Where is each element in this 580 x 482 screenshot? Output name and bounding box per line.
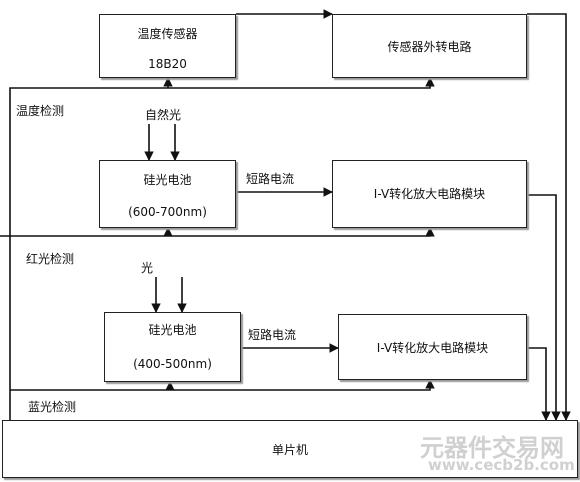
- temp-sensor-model: 18B20: [148, 57, 187, 71]
- blue-cell-range: (400-500nm): [133, 357, 212, 371]
- red-detect-label: 红光检测: [26, 252, 75, 266]
- wire-blue-iv-to-mcu: [527, 347, 551, 421]
- wire-temp-bus: [9, 77, 435, 430]
- light-label: 光: [141, 261, 154, 275]
- red-short-current-label: 短路电流: [246, 172, 295, 186]
- blue-short-current-label: 短路电流: [248, 328, 297, 342]
- temp-sensor-box: 温度传感器 18B20: [99, 14, 236, 78]
- temp-detect-label: 温度检测: [16, 104, 65, 118]
- blue-detect-label: 蓝光检测: [28, 400, 77, 414]
- wire-red-iv-to-mcu: [527, 194, 561, 421]
- wire-conv-to-mcu: [527, 13, 571, 421]
- sensor-converter-title: 传感器外转电路: [387, 40, 472, 54]
- wire-blue-bus: [10, 379, 435, 391]
- red-cell-box: 硅光电池 (600-700nm): [99, 160, 236, 228]
- blue-iv-box: I-V转化放大电路模块: [338, 314, 527, 380]
- mcu-box: 单片机: [2, 420, 578, 478]
- red-cell-title: 硅光电池: [143, 173, 192, 187]
- blue-cell-title: 硅光电池: [148, 323, 197, 337]
- blue-iv-title: I-V转化放大电路模块: [376, 341, 489, 355]
- wire-red-bus: [0, 227, 435, 237]
- red-cell-range: (600-700nm): [128, 205, 207, 219]
- red-iv-title: I-V转化放大电路模块: [373, 187, 486, 201]
- temp-sensor-title: 温度传感器: [137, 27, 198, 41]
- mcu-title: 单片机: [271, 443, 308, 457]
- blue-cell-box: 硅光电池 (400-500nm): [104, 312, 241, 382]
- natural-light-label: 自然光: [145, 108, 182, 122]
- sensor-converter-box: 传感器外转电路: [332, 14, 527, 78]
- red-iv-box: I-V转化放大电路模块: [332, 160, 527, 228]
- watermark-url: www.cecb2b.com: [428, 456, 575, 474]
- watermark-cn: 元器件交易网: [420, 434, 564, 462]
